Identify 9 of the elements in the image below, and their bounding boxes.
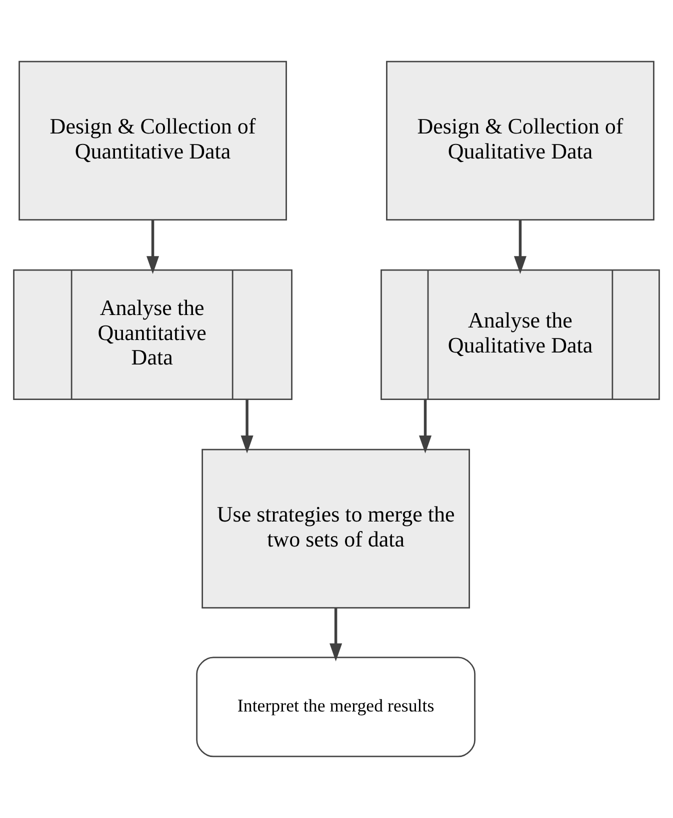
node-box: Design & Collection of Quantitative Data (18, 60, 287, 220)
node-box: Interpret the merged results (196, 656, 476, 758)
arrow (146, 220, 160, 274)
node-box: Design & Collection of Qualitative Data (386, 60, 654, 220)
arrow (419, 400, 432, 454)
arrow (240, 400, 254, 454)
arrow (330, 608, 342, 662)
arrow (514, 220, 526, 274)
node-box: Use strategies to merge the two sets of data (202, 448, 470, 609)
